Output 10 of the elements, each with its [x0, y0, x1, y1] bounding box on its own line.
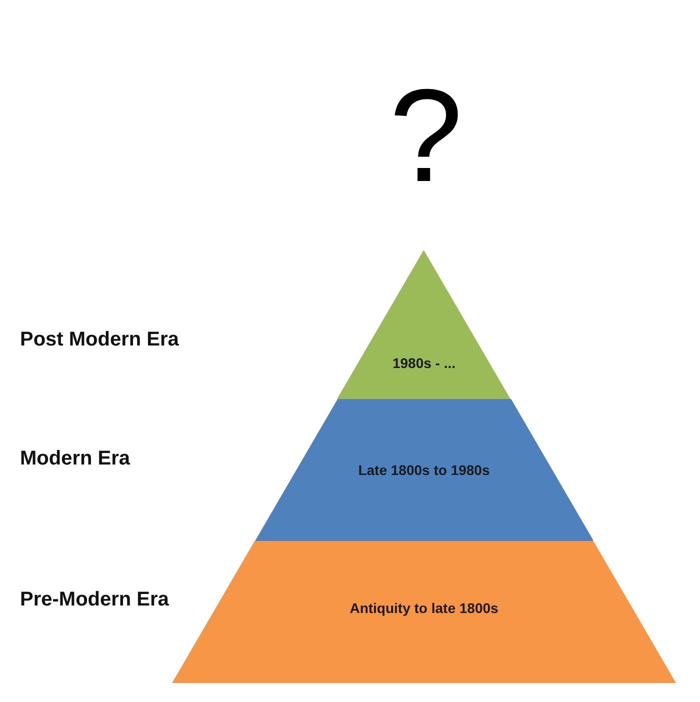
tier-label: Late 1800s to 1980s — [358, 462, 490, 478]
pyramid-tier — [172, 541, 676, 683]
pyramid-tier — [254, 399, 594, 541]
tier-label: Antiquity to late 1800s — [350, 600, 498, 616]
era-label: Post Modern Era — [20, 328, 179, 352]
tier-label: 1980s - ... — [392, 354, 456, 372]
pyramid-tier — [337, 250, 511, 399]
era-label: Modern Era — [20, 448, 130, 470]
question-mark: ? — [389, 70, 463, 202]
era-label: Pre-Modern Era — [20, 588, 169, 612]
